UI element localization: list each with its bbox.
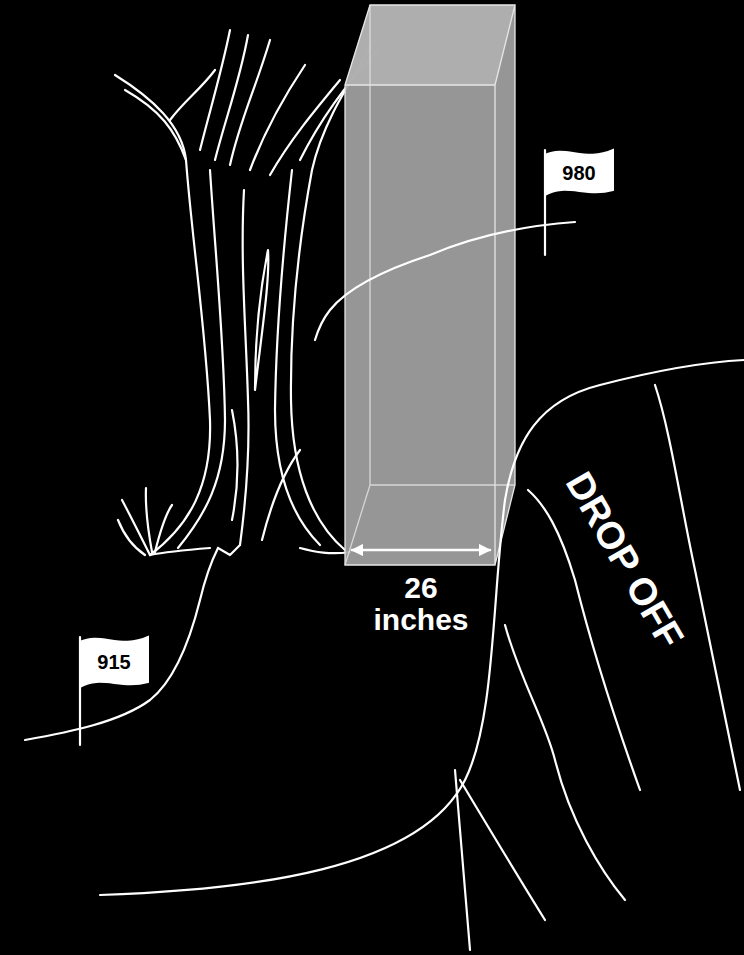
box-edge (345, 5, 515, 565)
contour-line (25, 548, 218, 740)
tree-branch (270, 80, 340, 175)
terrain-label: DROP OFF (560, 466, 691, 654)
contour-line (315, 222, 575, 340)
tree-outline (115, 75, 210, 555)
tree-bark (178, 170, 225, 548)
cliff-line (455, 770, 470, 950)
tree-bark (262, 450, 300, 540)
tree-bark (255, 250, 268, 390)
tree-bark (232, 410, 237, 520)
dimension-arrow (352, 549, 490, 552)
flag-shape (545, 150, 613, 195)
dimension-label: 26 inches (366, 572, 476, 635)
tree-branch (215, 35, 248, 160)
tree-branch (200, 30, 230, 150)
grass-tuft (118, 488, 172, 555)
cliff-edge (100, 360, 744, 895)
tree-branch (230, 40, 270, 165)
flag-shape (80, 637, 148, 687)
cliff-line (655, 385, 740, 790)
box-body (345, 5, 515, 565)
tree-branch (125, 90, 186, 160)
tree-bark (275, 170, 320, 545)
tree-branch (170, 70, 215, 120)
measuring-box (345, 5, 515, 565)
cliff-line (505, 625, 625, 900)
cliff-line (460, 780, 545, 920)
elevation-flag: 915 (80, 637, 148, 687)
box-hidden-edge (345, 5, 515, 565)
elevation-flag: 980 (545, 150, 613, 195)
tree-branch (250, 65, 305, 170)
elevation-number: 915 (97, 652, 130, 672)
tree (115, 30, 378, 555)
tree-root (150, 545, 350, 555)
elevation-number: 980 (562, 163, 595, 183)
tree-bark (240, 190, 249, 545)
